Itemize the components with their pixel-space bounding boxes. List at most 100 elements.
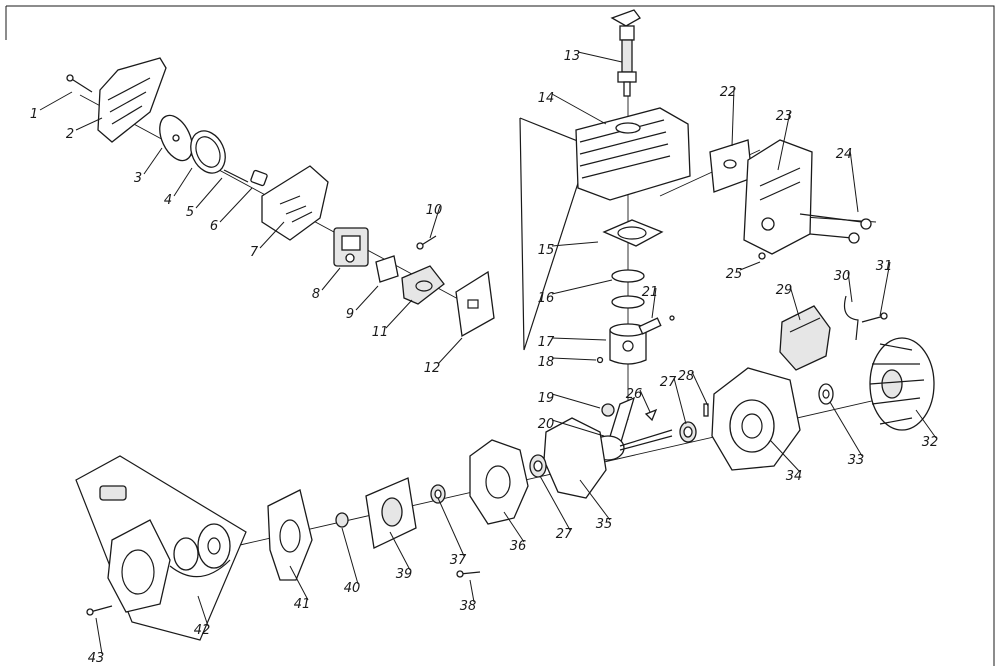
leader-line-40 — [341, 527, 359, 585]
nut-icon — [250, 169, 268, 187]
leader-line-16 — [551, 279, 613, 295]
part-number-labels: 1234567891011121314151617181920212223242… — [30, 49, 938, 666]
washer-icon — [818, 383, 834, 405]
leader-line-31 — [879, 261, 891, 317]
leader-line-25 — [739, 261, 761, 271]
starter-pulley-icon — [365, 477, 417, 549]
leader-line-29 — [789, 285, 801, 321]
crankcase-left-icon — [469, 439, 529, 525]
part-number-7: 7 — [250, 245, 259, 260]
leader-line-7 — [259, 221, 285, 249]
bolt-icon — [223, 169, 249, 183]
leader-line-41 — [289, 565, 309, 601]
part-number-19: 19 — [538, 391, 555, 406]
leader-line-8 — [321, 267, 341, 291]
muffler-gasket-icon — [709, 139, 753, 193]
bearing-icon — [679, 421, 697, 443]
leader-line-2 — [75, 117, 103, 131]
leader-line-38 — [469, 579, 475, 603]
spark-plug-icon — [610, 9, 641, 97]
leader-line-42 — [197, 595, 209, 627]
dowel-pin-icon — [703, 403, 709, 417]
part-number-1: 1 — [30, 107, 38, 122]
leader-line-5 — [195, 177, 223, 209]
leader-line-35 — [579, 479, 611, 521]
muffler-icon — [743, 139, 813, 255]
leader-line-34 — [769, 439, 801, 473]
part-number-37: 37 — [450, 553, 467, 568]
part-number-2: 2 — [66, 127, 74, 142]
oil-seal-icon — [430, 484, 446, 504]
leader-line-14 — [551, 93, 607, 125]
part-number-23: 23 — [776, 109, 793, 124]
screw-icon-25 — [758, 252, 766, 260]
needle-bearing-icon — [601, 403, 615, 417]
part-number-34: 34 — [786, 469, 803, 484]
screw-icon-10 — [416, 235, 437, 250]
gasket-small-icon — [375, 255, 399, 283]
part-number-9: 9 — [346, 307, 354, 322]
leader-line-33 — [829, 401, 863, 457]
woodruff-key-icon — [644, 408, 658, 422]
cylinder-gasket-icon — [602, 219, 664, 247]
part-number-14: 14 — [538, 91, 555, 106]
flange-nut-icon — [335, 512, 349, 528]
piston-rings-icon — [611, 269, 645, 309]
part-number-35: 35 — [596, 517, 613, 532]
screw-icon — [66, 74, 93, 93]
cylinder-group-outline — [519, 117, 591, 351]
screw-icon-38 — [456, 570, 481, 578]
leader-line-36 — [503, 511, 525, 543]
leader-line-32 — [915, 409, 937, 439]
leader-line-22 — [731, 87, 735, 147]
part-number-41: 41 — [294, 597, 311, 612]
ground-wire-icon — [843, 295, 859, 341]
starter-gasket-icon — [267, 489, 313, 581]
part-number-36: 36 — [510, 539, 527, 554]
part-number-12: 12 — [424, 361, 441, 376]
part-number-32: 32 — [922, 435, 939, 450]
filter-disc-icon — [159, 114, 193, 162]
callout-leader-lines — [39, 51, 937, 655]
drawing-frame — [5, 5, 995, 666]
leader-line-21 — [651, 287, 657, 319]
part-number-11: 11 — [372, 325, 389, 340]
part-number-15: 15 — [538, 243, 555, 258]
part-number-28: 28 — [678, 369, 695, 384]
leader-line-4 — [173, 167, 193, 197]
part-number-30: 30 — [834, 269, 851, 284]
filter-base-plate-icon — [261, 165, 329, 241]
part-number-39: 39 — [396, 567, 413, 582]
part-number-40: 40 — [344, 581, 361, 596]
part-number-3: 3 — [134, 171, 142, 186]
leader-line-13 — [577, 51, 623, 63]
part-number-29: 29 — [776, 283, 793, 298]
leader-line-17 — [551, 337, 607, 341]
piston-pin-icon — [638, 315, 675, 335]
leader-line-11 — [385, 299, 413, 329]
part-number-10: 10 — [426, 203, 443, 218]
leader-line-9 — [355, 285, 379, 311]
leader-line-43 — [95, 617, 103, 655]
muffler-bolts-icon — [799, 213, 872, 244]
part-number-4: 4 — [164, 193, 172, 208]
part-number-27: 27 — [660, 375, 677, 390]
leader-line-20 — [551, 419, 605, 437]
leader-line-18 — [551, 357, 597, 361]
carburetor-icon — [333, 227, 369, 267]
leader-line-23 — [777, 111, 791, 171]
ignition-coil-icon — [779, 305, 831, 371]
leader-line-30 — [847, 271, 853, 303]
leader-line-37 — [437, 497, 465, 557]
filter-ring-icon — [190, 130, 226, 174]
part-number-31: 31 — [876, 259, 893, 274]
leader-line-15 — [551, 241, 599, 247]
bearing-icon-left — [529, 454, 547, 478]
part-number-6: 6 — [210, 219, 218, 234]
part-number-21: 21 — [642, 285, 659, 300]
intake-manifold-icon — [401, 265, 445, 305]
part-number-42: 42 — [194, 623, 211, 638]
leader-line-10 — [429, 205, 441, 239]
part-number-8: 8 — [312, 287, 320, 302]
leader-line-39 — [389, 531, 411, 571]
